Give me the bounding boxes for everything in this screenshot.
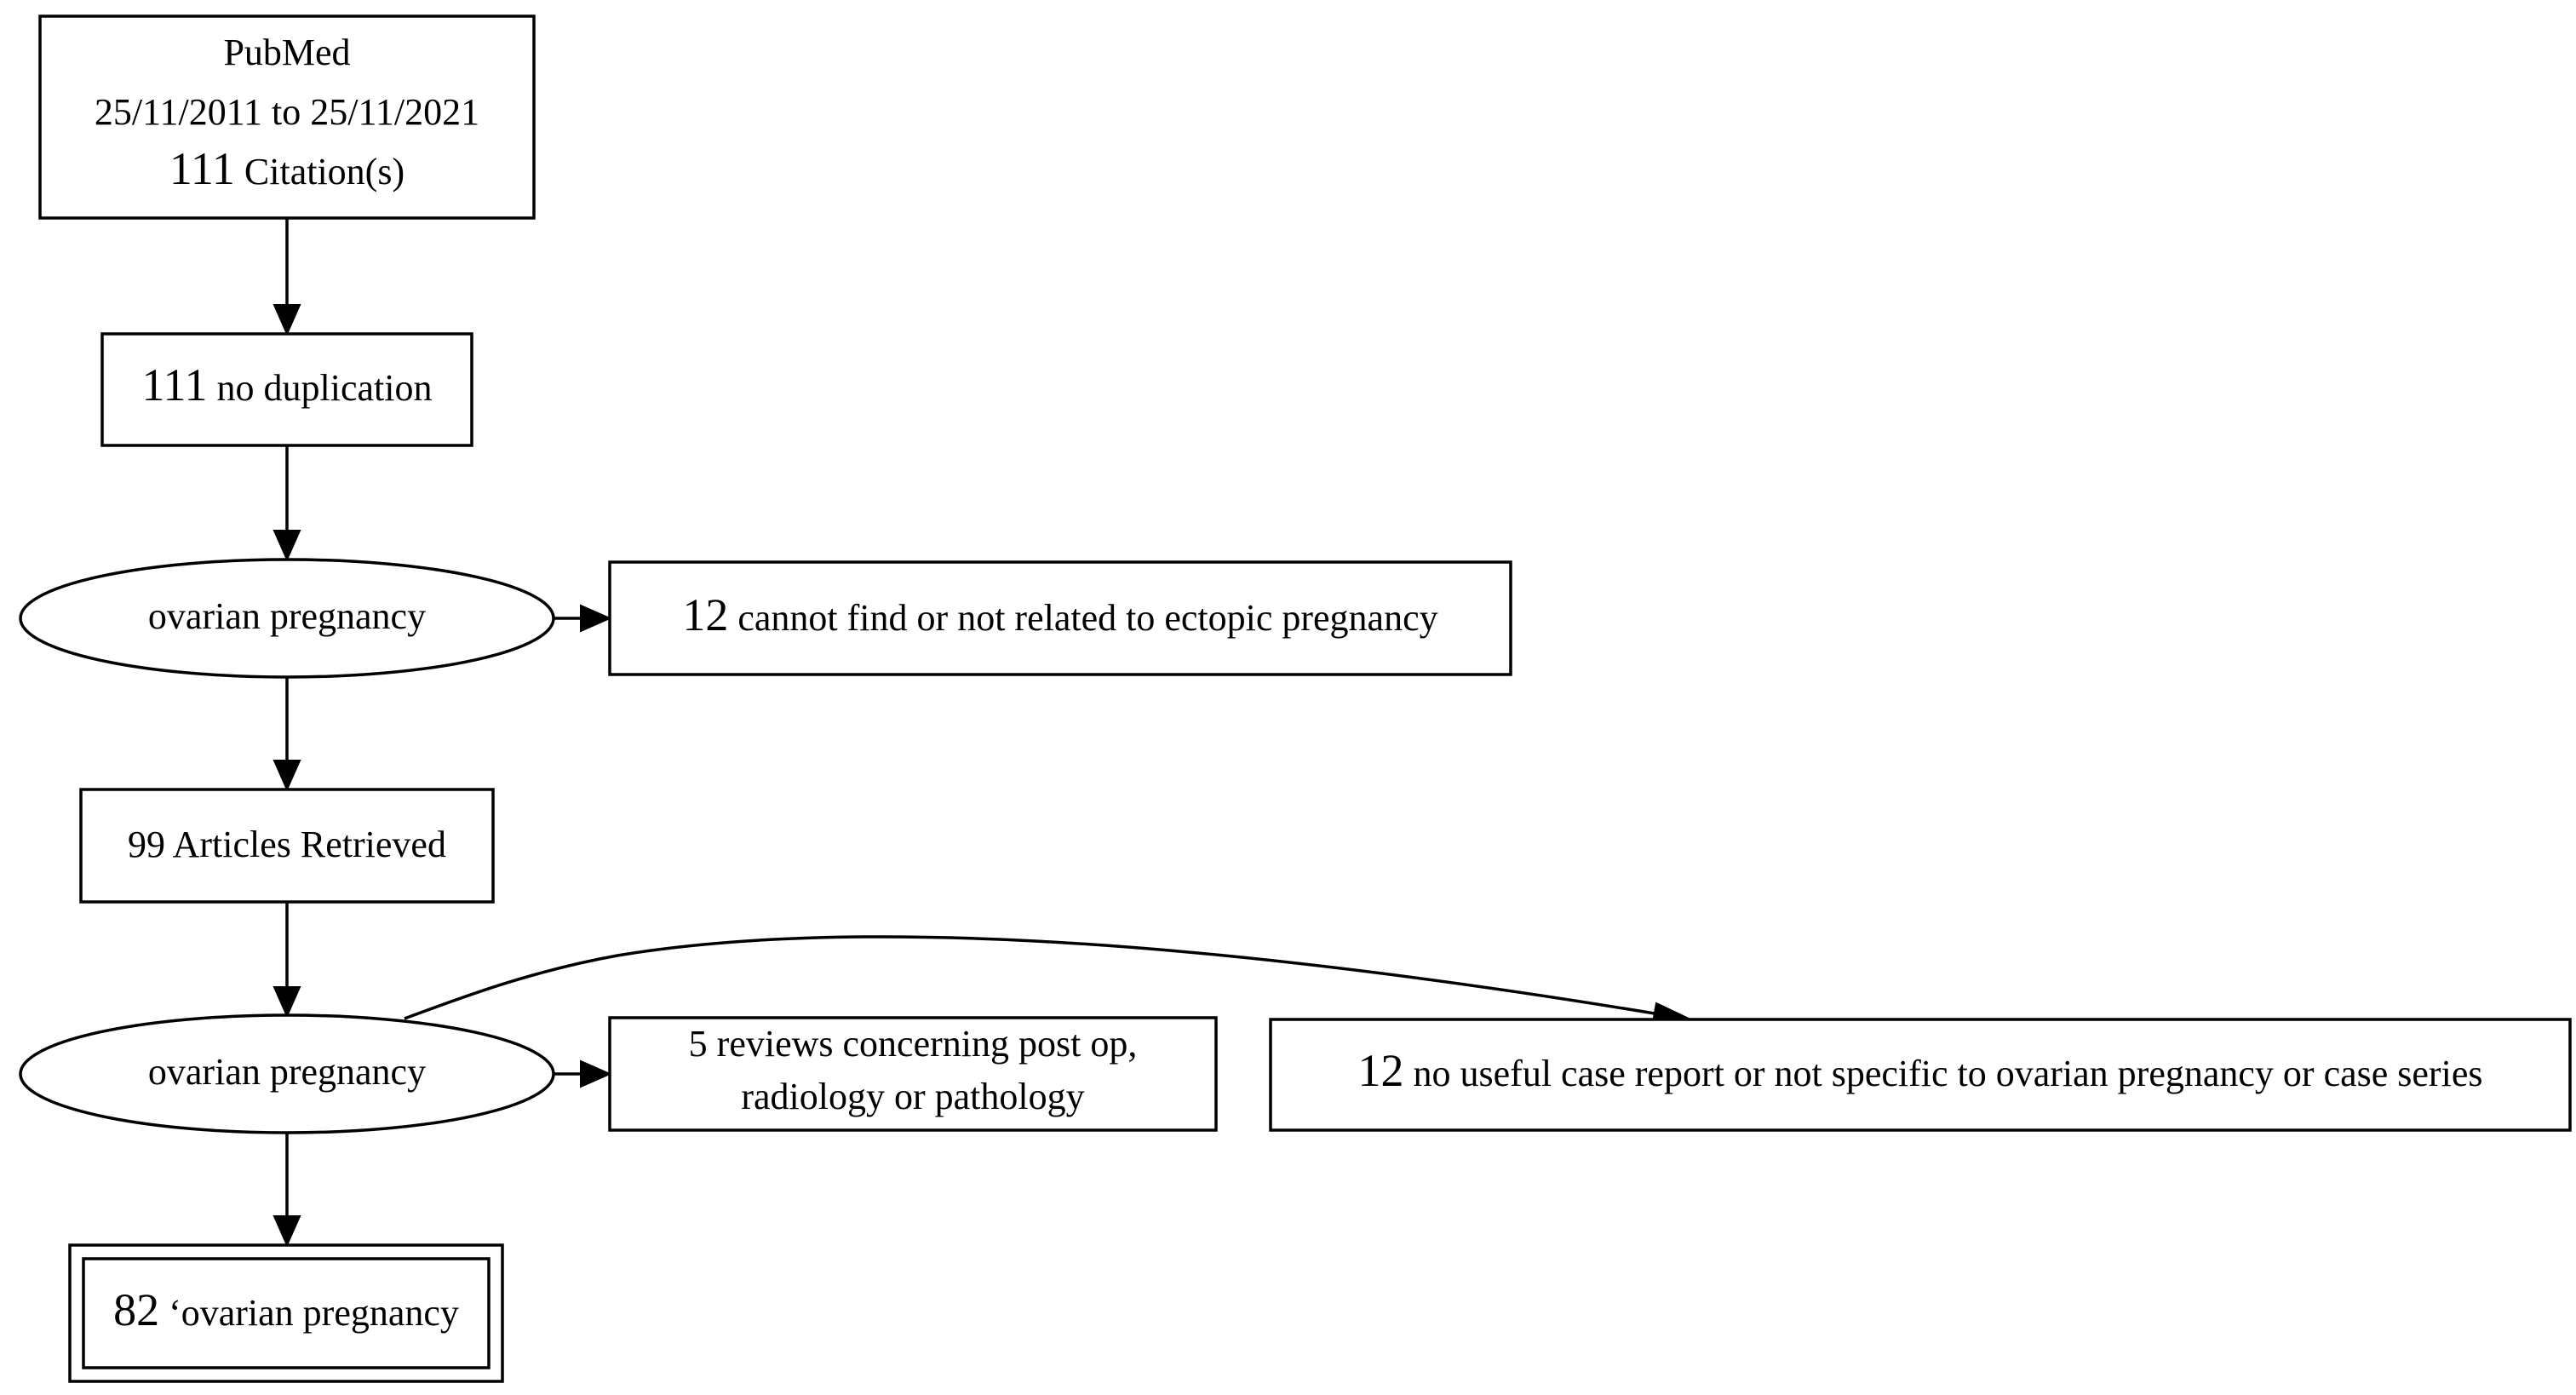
- edge-dedup-to-filter1: [273, 445, 301, 562]
- filter1-node: ovarian pregnancy: [19, 558, 555, 679]
- excluded3-label: 12 no useful case report or not specific…: [1358, 1045, 2483, 1096]
- source-node: PubMed 25/11/2011 to 25/11/2021 111 Cita…: [38, 14, 536, 220]
- final-text: ‘ovarian pregnancy: [159, 1292, 459, 1334]
- excluded1-label: 12 cannot find or not related to ectopic…: [682, 589, 1437, 640]
- dedup-text: no duplication: [208, 367, 433, 409]
- source-box: [38, 14, 536, 220]
- source-citation-count: 111 Citation(s): [169, 143, 404, 194]
- excluded3-text: no useful case report or not specific to…: [1404, 1053, 2483, 1094]
- excluded1-node: 12 cannot find or not related to ectopic…: [608, 560, 1512, 676]
- dedup-box: [100, 332, 473, 447]
- source-database-label: PubMed: [223, 32, 350, 73]
- excluded2-line1: 5 reviews concerning post op,: [689, 1023, 1138, 1065]
- dedup-number: 111: [142, 359, 208, 410]
- excluded1-text: cannot find or not related to ectopic pr…: [728, 597, 1437, 639]
- excluded2-line2: radiology or pathology: [741, 1076, 1084, 1117]
- excluded3-box: [1269, 1018, 2572, 1132]
- final-number: 82: [113, 1284, 159, 1335]
- final-node: 82 ‘ovarian pregnancy: [68, 1243, 504, 1383]
- source-citation-text: Citation(s): [235, 151, 404, 192]
- final-label: 82 ‘ovarian pregnancy: [113, 1284, 459, 1335]
- excluded3-node: 12 no useful case report or not specific…: [1269, 1018, 2572, 1132]
- final-inner-box: [82, 1257, 491, 1369]
- excluded1-box: [608, 560, 1512, 676]
- edge-source-to-dedup: [273, 218, 301, 336]
- excluded3-number: 12: [1358, 1045, 1404, 1096]
- excluded2-node: 5 reviews concerning post op, radiology …: [608, 1016, 1218, 1132]
- filter2-node: ovarian pregnancy: [19, 1013, 555, 1134]
- source-date-range: 25/11/2011 to 25/11/2021: [95, 91, 479, 133]
- edge-filter2-to-excluded2: [554, 1059, 612, 1088]
- retrieved-node: 99 Articles Retrieved: [79, 788, 495, 904]
- excluded2-box: [608, 1016, 1218, 1132]
- filter2-label: ovarian pregnancy: [148, 1051, 426, 1093]
- edge-filter2-to-final: [273, 1133, 301, 1248]
- dedup-node: 111 no duplication: [100, 332, 473, 447]
- retrieved-box: [79, 788, 495, 904]
- retrieved-label: 99 Articles Retrieved: [128, 824, 446, 865]
- edge-retrieved-to-filter2: [273, 902, 301, 1019]
- dedup-label: 111 no duplication: [142, 359, 433, 410]
- filter1-label: ovarian pregnancy: [148, 595, 426, 637]
- edge-filter1-to-excluded1: [554, 604, 612, 633]
- edge-filter2-to-excluded3: [404, 935, 1694, 1029]
- edge-filter1-to-retrieved: [273, 677, 301, 792]
- excluded1-number: 12: [682, 589, 728, 640]
- source-citation-number: 111: [169, 143, 235, 194]
